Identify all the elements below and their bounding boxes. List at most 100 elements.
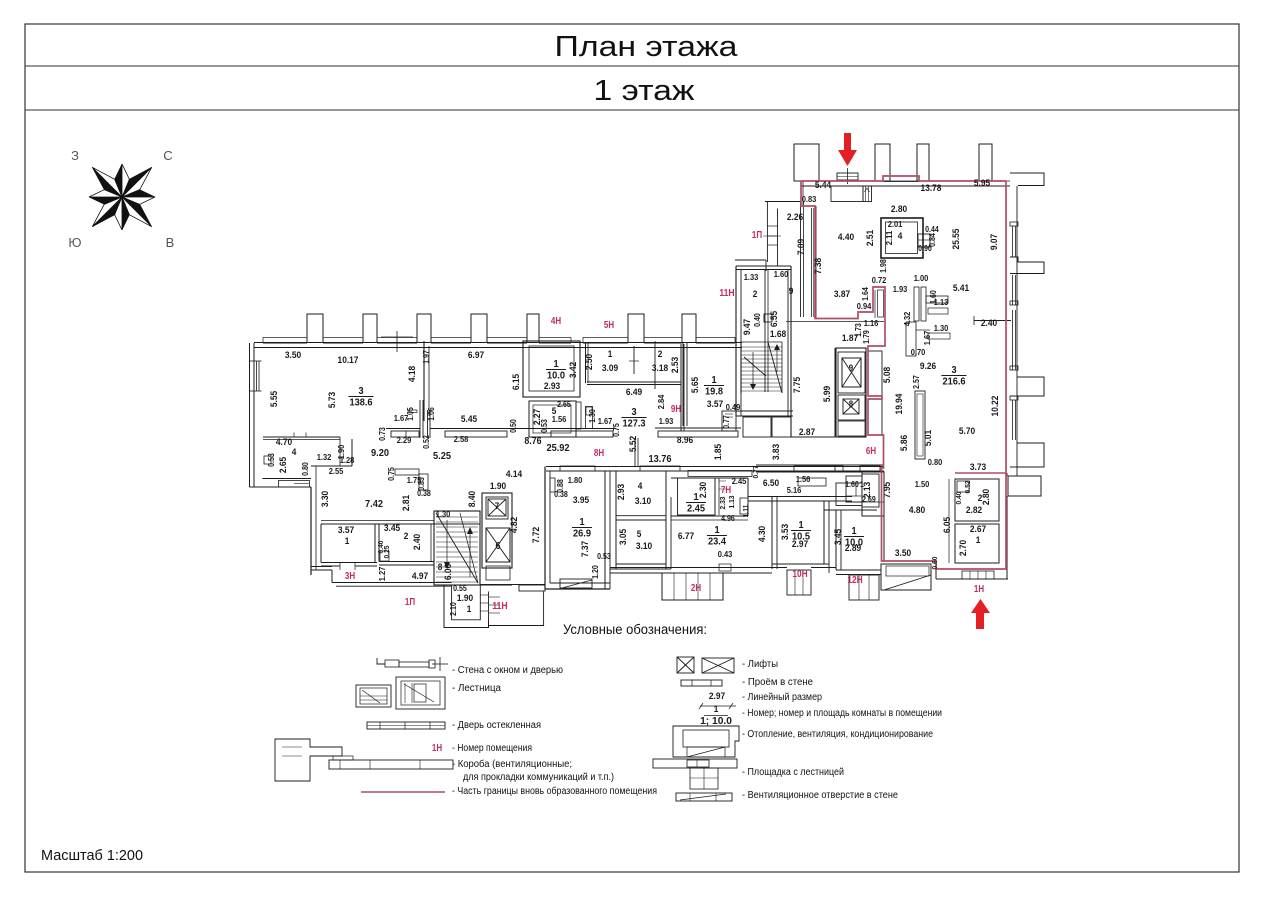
svg-text:3.10: 3.10 <box>635 496 651 507</box>
svg-text:13.78: 13.78 <box>921 183 942 194</box>
svg-text:- Номер; номер и площадь комн: - Номер; номер и площадь комнаты в помещ… <box>742 708 942 719</box>
svg-text:- Отопление, вентиляция, конд: - Отопление, вентиляция, кондиционирован… <box>742 729 933 740</box>
svg-text:2.30: 2.30 <box>698 482 709 498</box>
svg-text:З: З <box>71 148 79 163</box>
svg-text:3.73: 3.73 <box>970 462 986 473</box>
svg-text:2.10: 2.10 <box>449 602 458 616</box>
svg-text:0.75: 0.75 <box>387 467 396 481</box>
svg-text:4.96: 4.96 <box>721 514 735 523</box>
svg-text:8.76: 8.76 <box>524 436 542 447</box>
svg-text:0.52: 0.52 <box>422 435 431 449</box>
svg-text:9.47: 9.47 <box>742 319 753 335</box>
svg-text:4.32: 4.32 <box>902 311 912 326</box>
svg-text:- Номер помещения: - Номер помещения <box>452 743 532 754</box>
svg-text:6.55: 6.55 <box>769 310 780 327</box>
svg-text:1.90: 1.90 <box>457 593 473 604</box>
svg-text:- Дверь остекленная: - Дверь остекленная <box>452 720 541 731</box>
svg-text:138.6: 138.6 <box>349 397 372 409</box>
svg-text:4: 4 <box>292 447 297 458</box>
svg-text:1.64: 1.64 <box>861 287 870 301</box>
svg-text:9.07: 9.07 <box>989 234 1000 250</box>
svg-text:2.93: 2.93 <box>616 484 627 500</box>
svg-text:1: 1 <box>860 480 864 489</box>
svg-text:5.45: 5.45 <box>461 414 478 425</box>
svg-text:1.87: 1.87 <box>842 333 858 344</box>
svg-text:23.4: 23.4 <box>708 536 726 548</box>
svg-text:2.65: 2.65 <box>278 456 289 473</box>
svg-text:5.65: 5.65 <box>690 376 701 393</box>
svg-text:1.67: 1.67 <box>598 416 613 426</box>
svg-text:1.28: 1.28 <box>340 455 355 465</box>
svg-text:19.94: 19.94 <box>894 393 905 415</box>
svg-text:7.09: 7.09 <box>796 239 807 255</box>
svg-text:0.38: 0.38 <box>554 490 568 499</box>
svg-text:4.70: 4.70 <box>276 437 292 448</box>
svg-text:1: 1 <box>798 519 803 531</box>
svg-text:3.10: 3.10 <box>636 541 652 552</box>
svg-text:13.76: 13.76 <box>648 453 671 465</box>
svg-text:1Н: 1Н <box>974 583 984 595</box>
svg-text:0.38: 0.38 <box>417 489 431 498</box>
svg-text:План этажа: План этажа <box>555 31 739 63</box>
svg-text:1.60: 1.60 <box>774 269 789 279</box>
svg-text:6: 6 <box>496 541 501 552</box>
svg-text:2.11: 2.11 <box>884 230 894 245</box>
svg-text:2.45: 2.45 <box>687 503 705 515</box>
svg-text:1.67: 1.67 <box>394 413 409 423</box>
svg-text:0.88: 0.88 <box>556 479 565 493</box>
svg-text:Условные обозначения:: Условные обозначения: <box>563 622 707 637</box>
svg-text:0.83: 0.83 <box>417 477 426 491</box>
svg-text:25.55: 25.55 <box>951 228 962 250</box>
svg-text:1: 1 <box>579 516 584 528</box>
svg-text:1.13: 1.13 <box>727 496 736 509</box>
svg-text:0.40: 0.40 <box>376 541 385 554</box>
svg-text:2.97: 2.97 <box>792 539 808 550</box>
svg-text:2.33: 2.33 <box>718 497 727 510</box>
svg-text:2: 2 <box>753 289 758 300</box>
svg-text:3.09: 3.09 <box>602 363 618 374</box>
svg-text:4.18: 4.18 <box>407 366 418 382</box>
svg-text:0.83: 0.83 <box>802 194 817 204</box>
svg-text:5.44: 5.44 <box>815 180 832 191</box>
svg-text:1.27: 1.27 <box>377 566 387 581</box>
svg-text:2.70: 2.70 <box>958 540 969 556</box>
svg-text:7.38: 7.38 <box>813 258 824 274</box>
svg-text:2.57: 2.57 <box>912 375 921 389</box>
svg-text:8: 8 <box>849 399 853 409</box>
svg-text:2.29: 2.29 <box>397 435 412 445</box>
svg-text:- Лестница: - Лестница <box>452 683 502 694</box>
svg-text:5.52: 5.52 <box>628 436 639 452</box>
svg-text:1.32: 1.32 <box>317 452 332 462</box>
svg-text:2.81: 2.81 <box>401 494 412 511</box>
svg-text:1.90: 1.90 <box>490 481 506 492</box>
svg-text:4Н: 4Н <box>551 315 561 327</box>
svg-text:11Н: 11Н <box>719 287 734 299</box>
svg-text:3.05: 3.05 <box>618 528 629 545</box>
svg-text:8Н: 8Н <box>594 447 604 459</box>
svg-text:4.80: 4.80 <box>909 505 925 516</box>
svg-text:1: 1 <box>345 536 350 547</box>
svg-text:0.94: 0.94 <box>857 301 872 311</box>
svg-text:3.45: 3.45 <box>833 528 844 545</box>
svg-text:4: 4 <box>898 231 903 242</box>
svg-text:1.90: 1.90 <box>336 444 346 459</box>
svg-text:9.20: 9.20 <box>371 447 389 459</box>
svg-text:1: 1 <box>553 358 558 370</box>
svg-text:7Н: 7Н <box>721 484 731 496</box>
svg-text:3.50: 3.50 <box>285 350 301 361</box>
svg-text:9: 9 <box>789 286 794 297</box>
svg-text:5.16: 5.16 <box>787 485 802 495</box>
svg-text:6.15: 6.15 <box>511 373 522 390</box>
svg-text:7: 7 <box>495 501 499 511</box>
svg-text:2Н: 2Н <box>691 582 701 594</box>
svg-text:3Н: 3Н <box>345 570 355 582</box>
svg-text:В: В <box>166 235 175 250</box>
svg-text:0.70: 0.70 <box>911 347 926 357</box>
svg-text:0.73: 0.73 <box>378 427 387 441</box>
svg-text:- Стена с окном и дверью: - Стена с окном и дверью <box>452 665 563 676</box>
svg-text:2.65: 2.65 <box>557 400 571 409</box>
svg-text:11Н: 11Н <box>492 600 507 612</box>
svg-text:19.8: 19.8 <box>705 386 723 398</box>
svg-text:7.95: 7.95 <box>882 481 893 498</box>
svg-text:6.77: 6.77 <box>678 531 694 542</box>
